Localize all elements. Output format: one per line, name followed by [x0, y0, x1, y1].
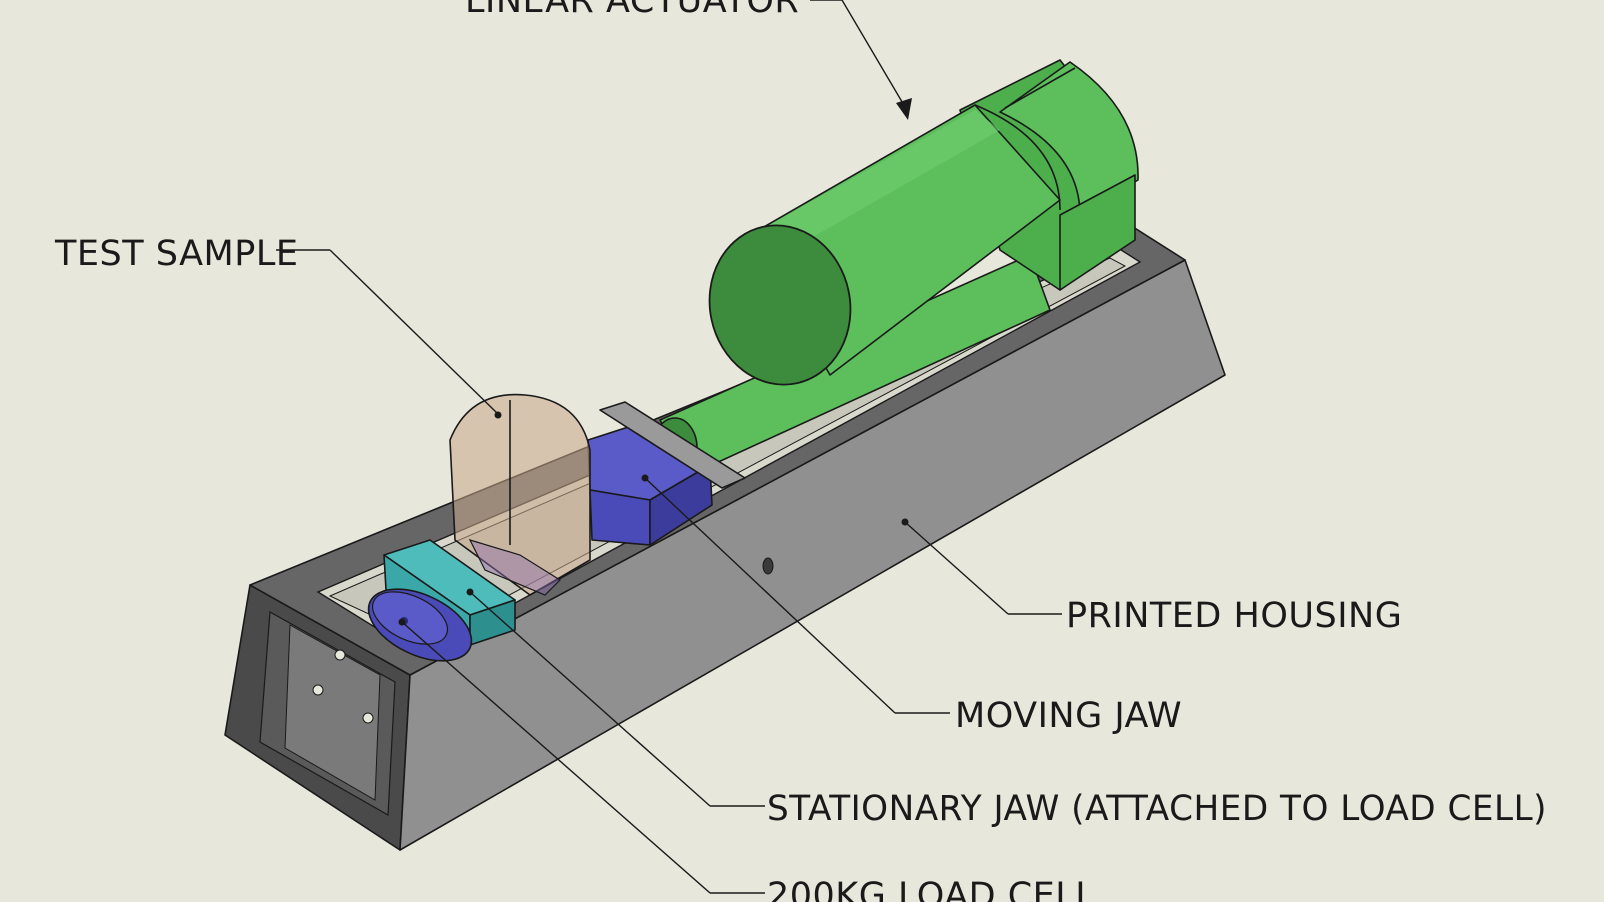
label-moving-jaw: MOVING JAW: [955, 696, 1182, 736]
leader-lines: [276, 0, 1062, 894]
label-printed-housing: PRINTED HOUSING: [1066, 596, 1402, 636]
moving-jaw-body: [587, 401, 746, 546]
test-sample-body: [449, 393, 591, 596]
load-cell-body: [367, 588, 473, 662]
label-stationary-jaw: STATIONARY JAW (ATTACHED TO LOAD CELL): [767, 789, 1547, 829]
label-test-sample: TEST SAMPLE: [54, 234, 298, 274]
label-linear-actuator: LINEAR ACTUATOR: [465, 0, 799, 21]
linear-actuator-body: [652, 59, 1139, 479]
label-load-cell: 200KG LOAD CELL: [767, 876, 1095, 902]
